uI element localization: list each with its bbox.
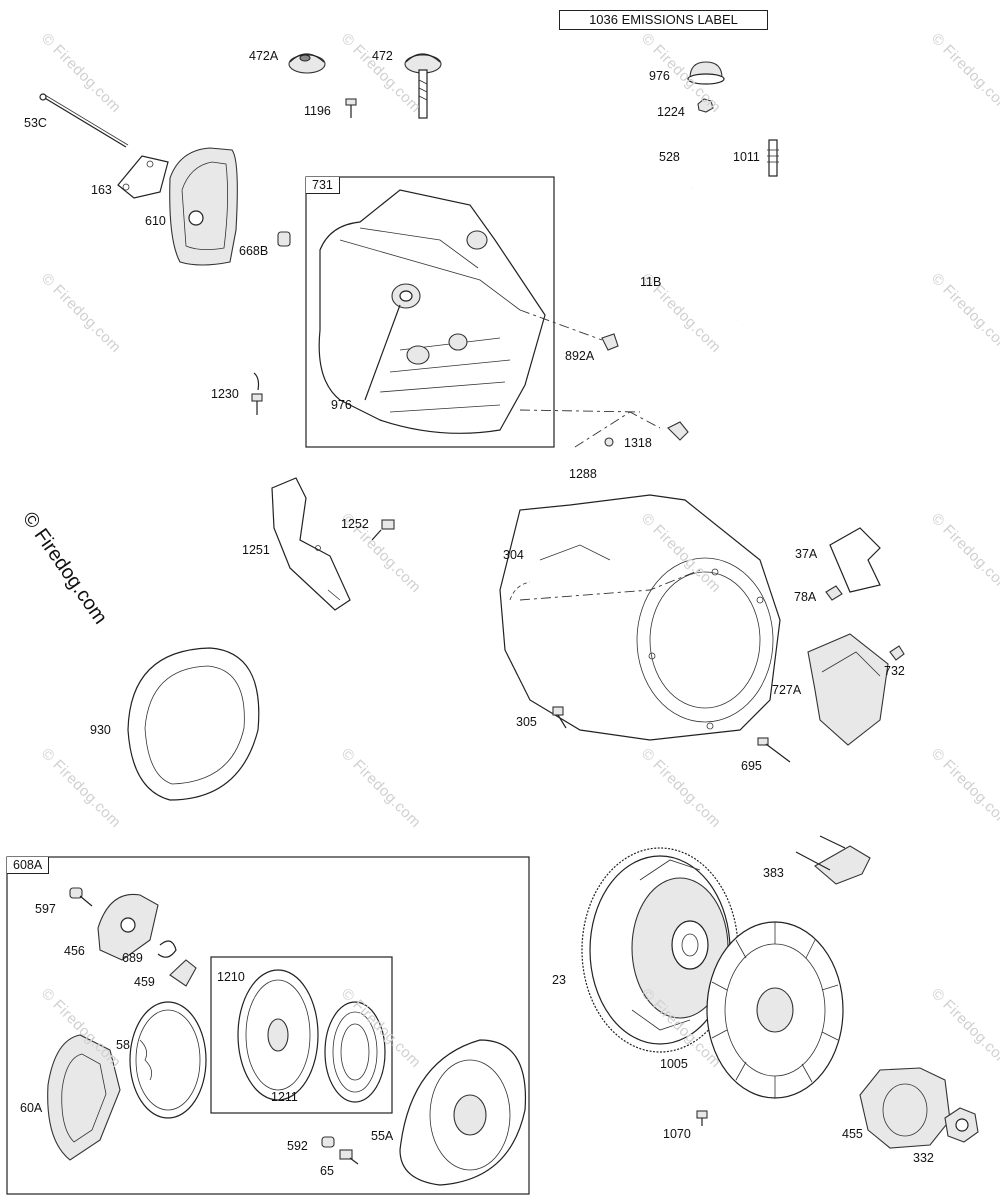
part-label[interactable]: 668B: [239, 244, 269, 258]
dipstick-tube-rod: [39, 93, 129, 148]
part-label[interactable]: 60A: [20, 1101, 43, 1115]
part-label[interactable]: 592: [287, 1139, 308, 1153]
part-label[interactable]: 1196: [304, 104, 331, 118]
screw-1070: [696, 1110, 708, 1126]
nut-1288: [604, 437, 614, 447]
ignition-armature-383: [795, 835, 871, 885]
part-label[interactable]: 976: [649, 69, 670, 83]
spring-689: [157, 940, 177, 958]
group-box-1210-frame: [210, 956, 393, 1114]
part-label[interactable]: 472A: [249, 49, 279, 63]
valve-cover-610: [169, 147, 238, 266]
part-label[interactable]: 1318: [624, 436, 652, 450]
knob-472: [404, 53, 442, 119]
part-label[interactable]: 1230: [211, 387, 239, 401]
part-label[interactable]: 78A: [794, 590, 817, 604]
group-box-label-608a[interactable]: 608A: [7, 857, 50, 874]
screen-930: [127, 647, 260, 801]
part-label[interactable]: 305: [516, 715, 537, 729]
assembly-line-1: [519, 309, 603, 341]
part-label[interactable]: 459: [134, 975, 155, 989]
part-label[interactable]: 689: [122, 951, 143, 965]
starter-housing-55a: [399, 1039, 527, 1186]
clip-1318: [667, 421, 689, 441]
screw-597: [69, 887, 93, 907]
bracket-37a: [829, 527, 881, 593]
part-label[interactable]: 1252: [341, 517, 369, 531]
assembly-line-2: [519, 409, 641, 413]
part-label[interactable]: 11B: [640, 275, 662, 289]
pawl-plate-456: [97, 893, 159, 961]
cover-727a: [807, 633, 889, 746]
handle-60a: [47, 1034, 121, 1161]
screw-78a: [825, 585, 843, 601]
stud-1230: [251, 372, 263, 415]
part-label[interactable]: 1070: [663, 1127, 691, 1141]
part-label[interactable]: 727A: [772, 683, 802, 697]
part-label[interactable]: 1211: [271, 1090, 298, 1104]
screw-592: [321, 1136, 335, 1148]
part-label[interactable]: 1011: [733, 150, 760, 164]
group-box-label-1210[interactable]: 1210: [217, 970, 245, 984]
fitting-1011: [767, 139, 779, 177]
part-label[interactable]: 930: [90, 723, 111, 737]
part-label[interactable]: 55A: [371, 1129, 394, 1143]
part-label[interactable]: 304: [503, 548, 524, 562]
group-box-label-731[interactable]: 731: [306, 177, 340, 194]
gasket-163: [117, 155, 169, 199]
fan-1005: [706, 921, 844, 1099]
stud-695: [757, 737, 791, 763]
flywheel-23: [581, 847, 739, 1053]
part-label[interactable]: 1224: [657, 105, 685, 119]
part-label[interactable]: 610: [145, 214, 166, 228]
part-label[interactable]: 58: [116, 1038, 130, 1052]
blower-housing-shroud-731: [318, 189, 546, 434]
part-label[interactable]: 383: [763, 866, 784, 880]
blower-housing-304: [499, 494, 781, 741]
part-label[interactable]: 163: [91, 183, 112, 197]
bushing-668b: [277, 231, 291, 247]
part-label[interactable]: 455: [842, 1127, 863, 1141]
part-label[interactable]: 65: [320, 1164, 334, 1178]
emissions-label-part[interactable]: 1036 EMISSIONS LABEL: [559, 10, 768, 30]
screw-65: [339, 1149, 359, 1165]
group-box-608a-frame: [6, 856, 530, 1195]
part-label[interactable]: 37A: [795, 547, 818, 561]
part-label[interactable]: 456: [64, 944, 85, 958]
breather-cap-976: [687, 61, 725, 85]
part-label[interactable]: 528: [659, 150, 680, 164]
screw-1196: [345, 98, 357, 118]
part-label[interactable]: 597: [35, 902, 56, 916]
part-label[interactable]: 695: [741, 759, 762, 773]
spring-58: [129, 1001, 207, 1119]
part-label[interactable]: 1288: [569, 467, 597, 481]
screw-1252: [371, 519, 395, 541]
baffle-1251: [271, 477, 351, 611]
part-label[interactable]: 1251: [242, 543, 270, 557]
nut-1224: [697, 98, 714, 113]
bolt-305: [552, 706, 567, 729]
group-box-731-frame: [305, 176, 555, 448]
part-label[interactable]: 23: [552, 973, 566, 987]
part-label[interactable]: 53C: [24, 116, 47, 130]
part-label[interactable]: 892A: [565, 349, 595, 363]
knob-472a: [288, 53, 326, 74]
screw-732: [889, 645, 905, 661]
rewind-spring-1211: [324, 1001, 386, 1103]
part-label[interactable]: 732: [884, 664, 905, 678]
assembly-line-3: [574, 411, 661, 448]
part-label[interactable]: 472: [372, 49, 393, 63]
part-label[interactable]: 976: [331, 398, 352, 412]
pawl-459: [169, 959, 197, 987]
part-label[interactable]: 332: [913, 1151, 934, 1165]
part-label[interactable]: 1005: [660, 1057, 688, 1071]
pulley-1210: [237, 969, 319, 1101]
screw-892a: [601, 333, 619, 351]
